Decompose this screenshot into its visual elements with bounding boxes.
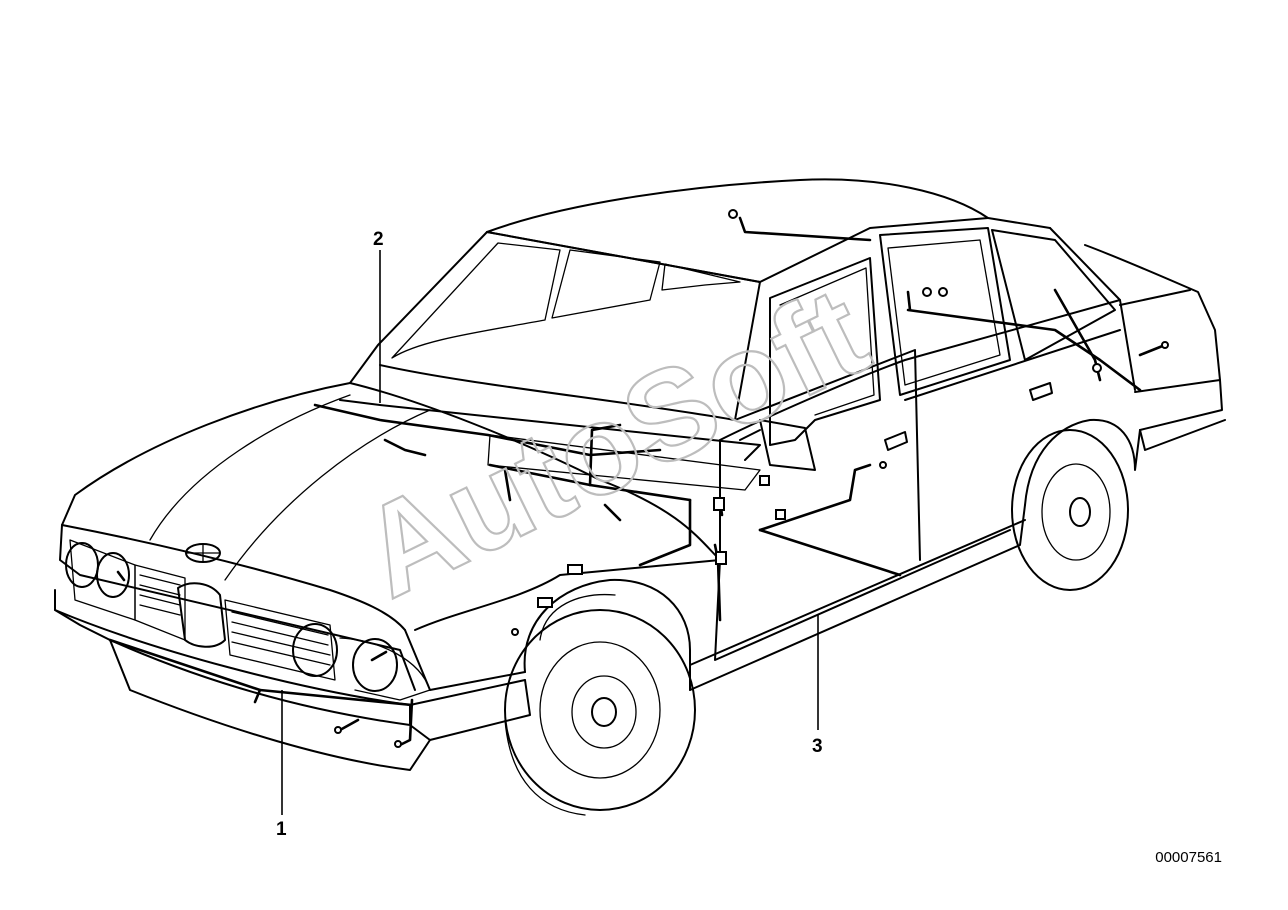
connector-icon — [775, 509, 786, 520]
headlight-4 — [352, 638, 398, 692]
dome-light-connector-icon — [728, 209, 738, 219]
roof-line — [486, 178, 1051, 233]
document-number: 00007561 — [1155, 849, 1222, 866]
connector-icon — [938, 287, 948, 297]
connector-icon — [394, 740, 402, 748]
connector-icon — [567, 564, 583, 575]
connector-icon — [713, 497, 725, 511]
harness-3-body — [758, 528, 902, 577]
connector-icon — [759, 475, 770, 486]
connector-icon — [1092, 363, 1102, 373]
wiring-harness — [108, 209, 1169, 748]
front-door-handle — [884, 431, 908, 451]
harness-2-dash — [313, 403, 662, 457]
front-wheel — [504, 609, 696, 811]
connector-icon — [537, 597, 553, 608]
headlight-2 — [96, 552, 130, 598]
rear-door-handle — [1029, 382, 1053, 401]
connector-icon — [1161, 341, 1169, 349]
callout-3: 3 — [812, 736, 823, 757]
connector-icon — [879, 461, 887, 469]
connector-icon — [511, 628, 519, 636]
connector-icon — [922, 287, 932, 297]
rear-wheel — [1011, 429, 1129, 591]
callout-1: 1 — [276, 819, 287, 840]
connector-icon — [715, 551, 727, 565]
headlight-1 — [65, 542, 99, 588]
side-mirror — [759, 419, 816, 471]
headlight-3 — [292, 623, 338, 677]
callout-2: 2 — [373, 229, 384, 250]
connector-icon — [334, 726, 342, 734]
